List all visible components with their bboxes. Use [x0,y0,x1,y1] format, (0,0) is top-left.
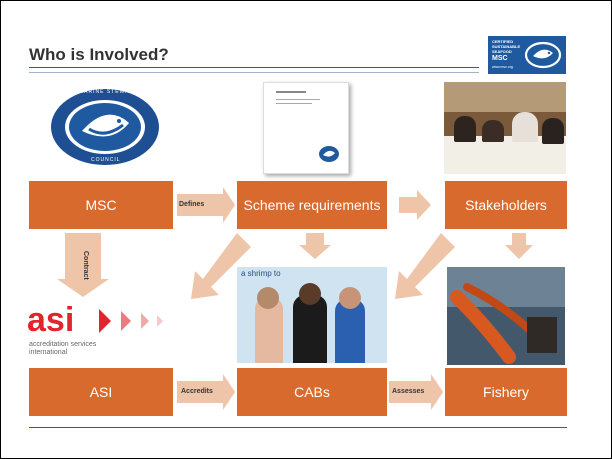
stakeholders-box: Stakeholders [445,181,567,229]
title-underline-secondary [29,72,479,73]
logo-msc-text: MSC [492,55,508,62]
logo-url-text: www.msc.org [492,65,513,69]
accredits-arrow [177,374,235,410]
asi-logo: asi accreditation services international [27,297,177,361]
asi-text-line1: accreditation services [29,341,97,348]
contract-label: Contract [82,251,89,280]
contract-arrow [57,233,109,297]
title-underline [29,67,479,68]
logo-text-line3: SEAFOOD [492,49,512,54]
slide-title: Who is Involved? [29,45,169,64]
accredits-label: Accredits [181,388,213,395]
asi-wordmark: asi [27,301,75,339]
asi-box: ASI [29,368,173,416]
fishery-box: Fishery [445,368,567,416]
msc-box: MSC [29,181,173,229]
asi-text-line2: international [29,349,68,356]
seal-ring-text-top: MARINE STEWARDSHIP [79,89,155,95]
logo-text-line2: SUSTAINABLE [492,44,521,49]
msc-seal-icon [51,89,159,165]
scheme-to-stakeholders-arrow [399,190,431,220]
scheme-to-cabs-arrow [299,233,331,259]
cabs-photo: a shrimp to [237,267,387,363]
footer-rule [29,427,567,428]
assesses-label: Assesses [392,388,425,395]
stakeholders-to-fishery-arrow [505,233,533,259]
asi-arrows-icon [99,309,163,333]
scheme-to-asi-arrow [191,233,251,299]
defines-arrow [177,187,235,223]
stakeholders-photo [444,82,566,174]
stakeholders-to-cabs-arrow [395,233,455,299]
seal-ring-text-bottom: COUNCIL [91,157,121,163]
scheme-requirements-box: Scheme requirements [237,181,387,229]
cabs-photo-banner-text: a shrimp to [241,269,281,278]
document-msc-icon [319,146,339,162]
net-icon [450,283,557,364]
scheme-document-image [263,82,349,174]
logo-text-line1: CERTIFIED [492,39,514,44]
fishery-photo [447,267,565,365]
defines-label: Defines [179,201,205,208]
msc-certified-logo: CERTIFIED SUSTAINABLE SEAFOOD MSC www.ms… [488,36,566,74]
cabs-box: CABs [237,368,387,416]
assesses-arrow [389,374,443,410]
fish-tick-icon [524,41,562,69]
